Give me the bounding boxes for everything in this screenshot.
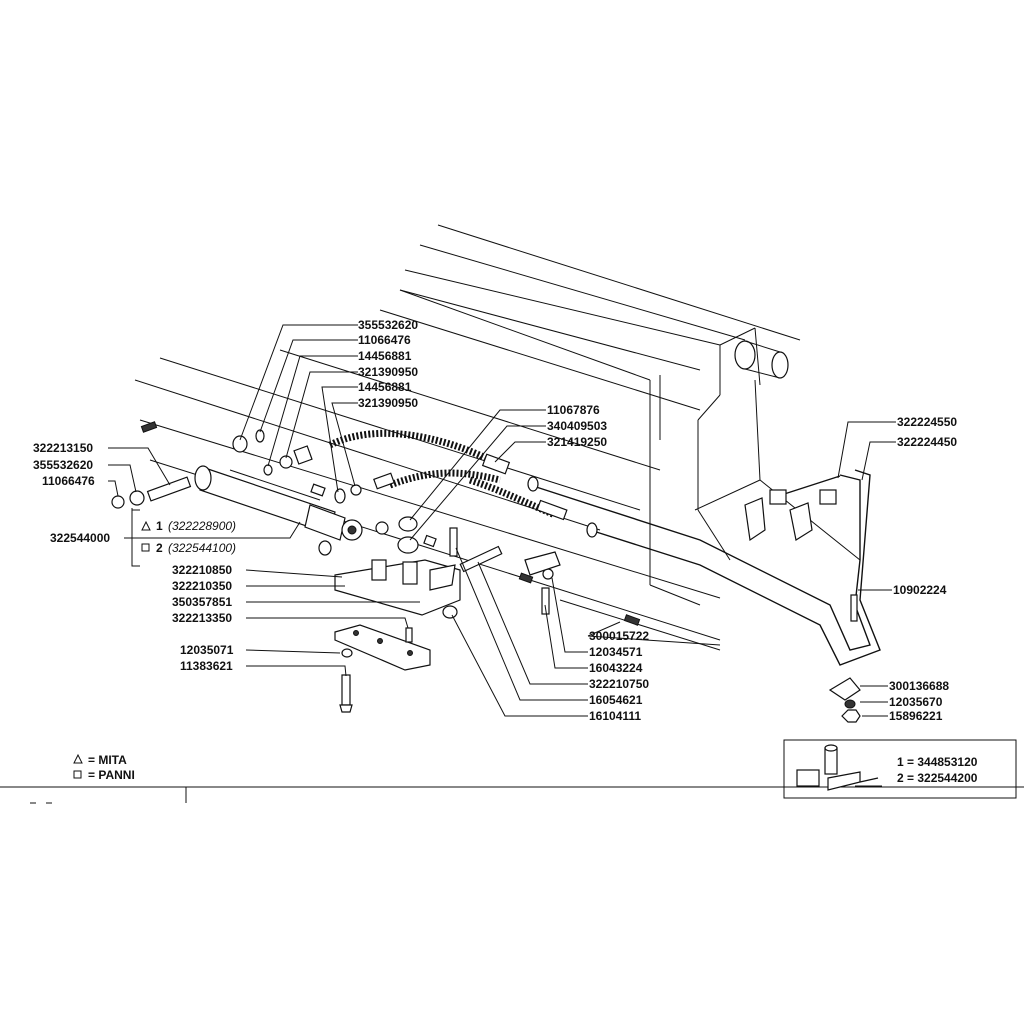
label-11383621: 11383621 xyxy=(180,659,233,673)
label-340409503: 340409503 xyxy=(547,419,607,433)
variant-2-number: 2 xyxy=(156,541,163,555)
small-parts xyxy=(111,421,861,723)
label-16104111: 16104111 xyxy=(589,709,641,723)
inset-box: 1 = 344853120 2 = 322544200 xyxy=(783,739,1017,799)
square-icon xyxy=(73,770,82,779)
label-322210850: 322210850 xyxy=(172,563,232,577)
label-321390950-mid: 321390950 xyxy=(358,396,418,410)
label-321419250: 321419250 xyxy=(547,435,607,449)
legend: = MITA = PANNI xyxy=(73,753,135,782)
label-350357851: 350357851 xyxy=(172,595,232,609)
label-355532620-left: 355532620 xyxy=(33,458,93,472)
label-11067876: 11067876 xyxy=(547,403,600,417)
label-10902224: 10902224 xyxy=(893,583,947,597)
label-14456881-mid: 14456881 xyxy=(358,380,412,394)
variant-1-code: (322228900) xyxy=(168,519,236,533)
legend-mita: = MITA xyxy=(88,753,127,767)
hydraulic-cylinder xyxy=(194,465,363,541)
label-322210750: 322210750 xyxy=(589,677,649,691)
label-11066476-left: 11066476 xyxy=(42,474,95,488)
label-322544000: 322544000 xyxy=(50,531,110,545)
triangle-icon xyxy=(73,753,83,764)
label-322213350: 322213350 xyxy=(172,611,232,625)
mounting-plates xyxy=(334,559,461,671)
label-322224450: 322224450 xyxy=(897,435,957,449)
leader-lines xyxy=(108,324,896,717)
label-321390950-top: 321390950 xyxy=(358,365,418,379)
label-12035670: 12035670 xyxy=(889,695,943,709)
label-300136688: 300136688 xyxy=(889,679,949,693)
label-355532620-top: 355532620 xyxy=(358,318,418,332)
label-322213150: 322213150 xyxy=(33,441,93,455)
label-16054621: 16054621 xyxy=(589,693,643,707)
triangle-icon xyxy=(141,520,151,531)
label-300015722: 300015722 xyxy=(589,629,649,643)
label-11066476-top: 11066476 xyxy=(358,333,411,347)
inset-item-1: 1 = 344853120 xyxy=(897,755,978,769)
label-16043224: 16043224 xyxy=(589,661,643,675)
label-12035071: 12035071 xyxy=(180,643,234,657)
label-15896221: 15896221 xyxy=(889,709,943,723)
inset-item-2: 2 = 322544200 xyxy=(897,771,978,785)
variant-1-number: 1 xyxy=(156,519,163,533)
label-322224550: 322224550 xyxy=(897,415,957,429)
legend-panni: = PANNI xyxy=(88,768,135,782)
square-icon xyxy=(141,543,150,552)
part-labels: 355532620 11066476 14456881 321390950 14… xyxy=(33,318,957,723)
label-322210350: 322210350 xyxy=(172,579,232,593)
bottom-rule xyxy=(0,786,1024,804)
label-14456881-top: 14456881 xyxy=(358,349,412,363)
variant-2-code: (322544100) xyxy=(168,541,236,555)
label-12034571: 12034571 xyxy=(589,645,643,659)
